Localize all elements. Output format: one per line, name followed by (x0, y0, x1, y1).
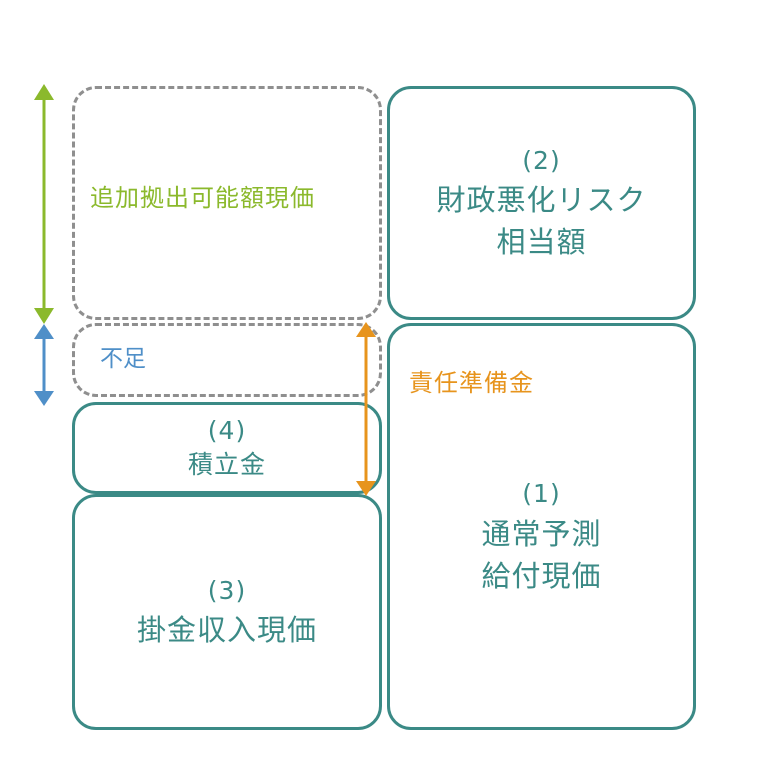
reserve-number: (4) (207, 416, 247, 446)
normal-benefit-label-line1: 通常予測 (481, 516, 602, 551)
premium-income-box: (3) 掛金収入現価 (72, 494, 382, 730)
shortage-label: 不足 (100, 346, 146, 372)
premium-income-number: (3) (207, 575, 247, 605)
reserve-fund-box: (4) 積立金 (72, 402, 382, 494)
orange-double-arrow (356, 322, 376, 496)
normal-benefit-number: (1) (522, 479, 561, 509)
green-double-arrow (34, 84, 54, 324)
blue-double-arrow (34, 324, 54, 406)
shortage-box (72, 323, 382, 397)
normal-benefit-box: (1) 通常予測 給付現価 (387, 323, 696, 730)
premium-income-label: 掛金収入現価 (136, 613, 317, 648)
additional-contribution-box (72, 86, 382, 320)
additional-contribution-label: 追加拠出可能額現価 (90, 184, 315, 212)
fiscal-risk-number: (2) (522, 145, 561, 175)
fiscal-risk-box: (2) 財政悪化リスク 相当額 (387, 86, 696, 320)
reserve-label: 積立金 (187, 450, 266, 479)
liability-reserve-label: 責任準備金 (409, 369, 534, 397)
fiscal-risk-label-line2: 相当額 (496, 225, 587, 260)
normal-benefit-label-line2: 給付現価 (481, 558, 602, 593)
fiscal-risk-label-line1: 財政悪化リスク (436, 183, 647, 218)
